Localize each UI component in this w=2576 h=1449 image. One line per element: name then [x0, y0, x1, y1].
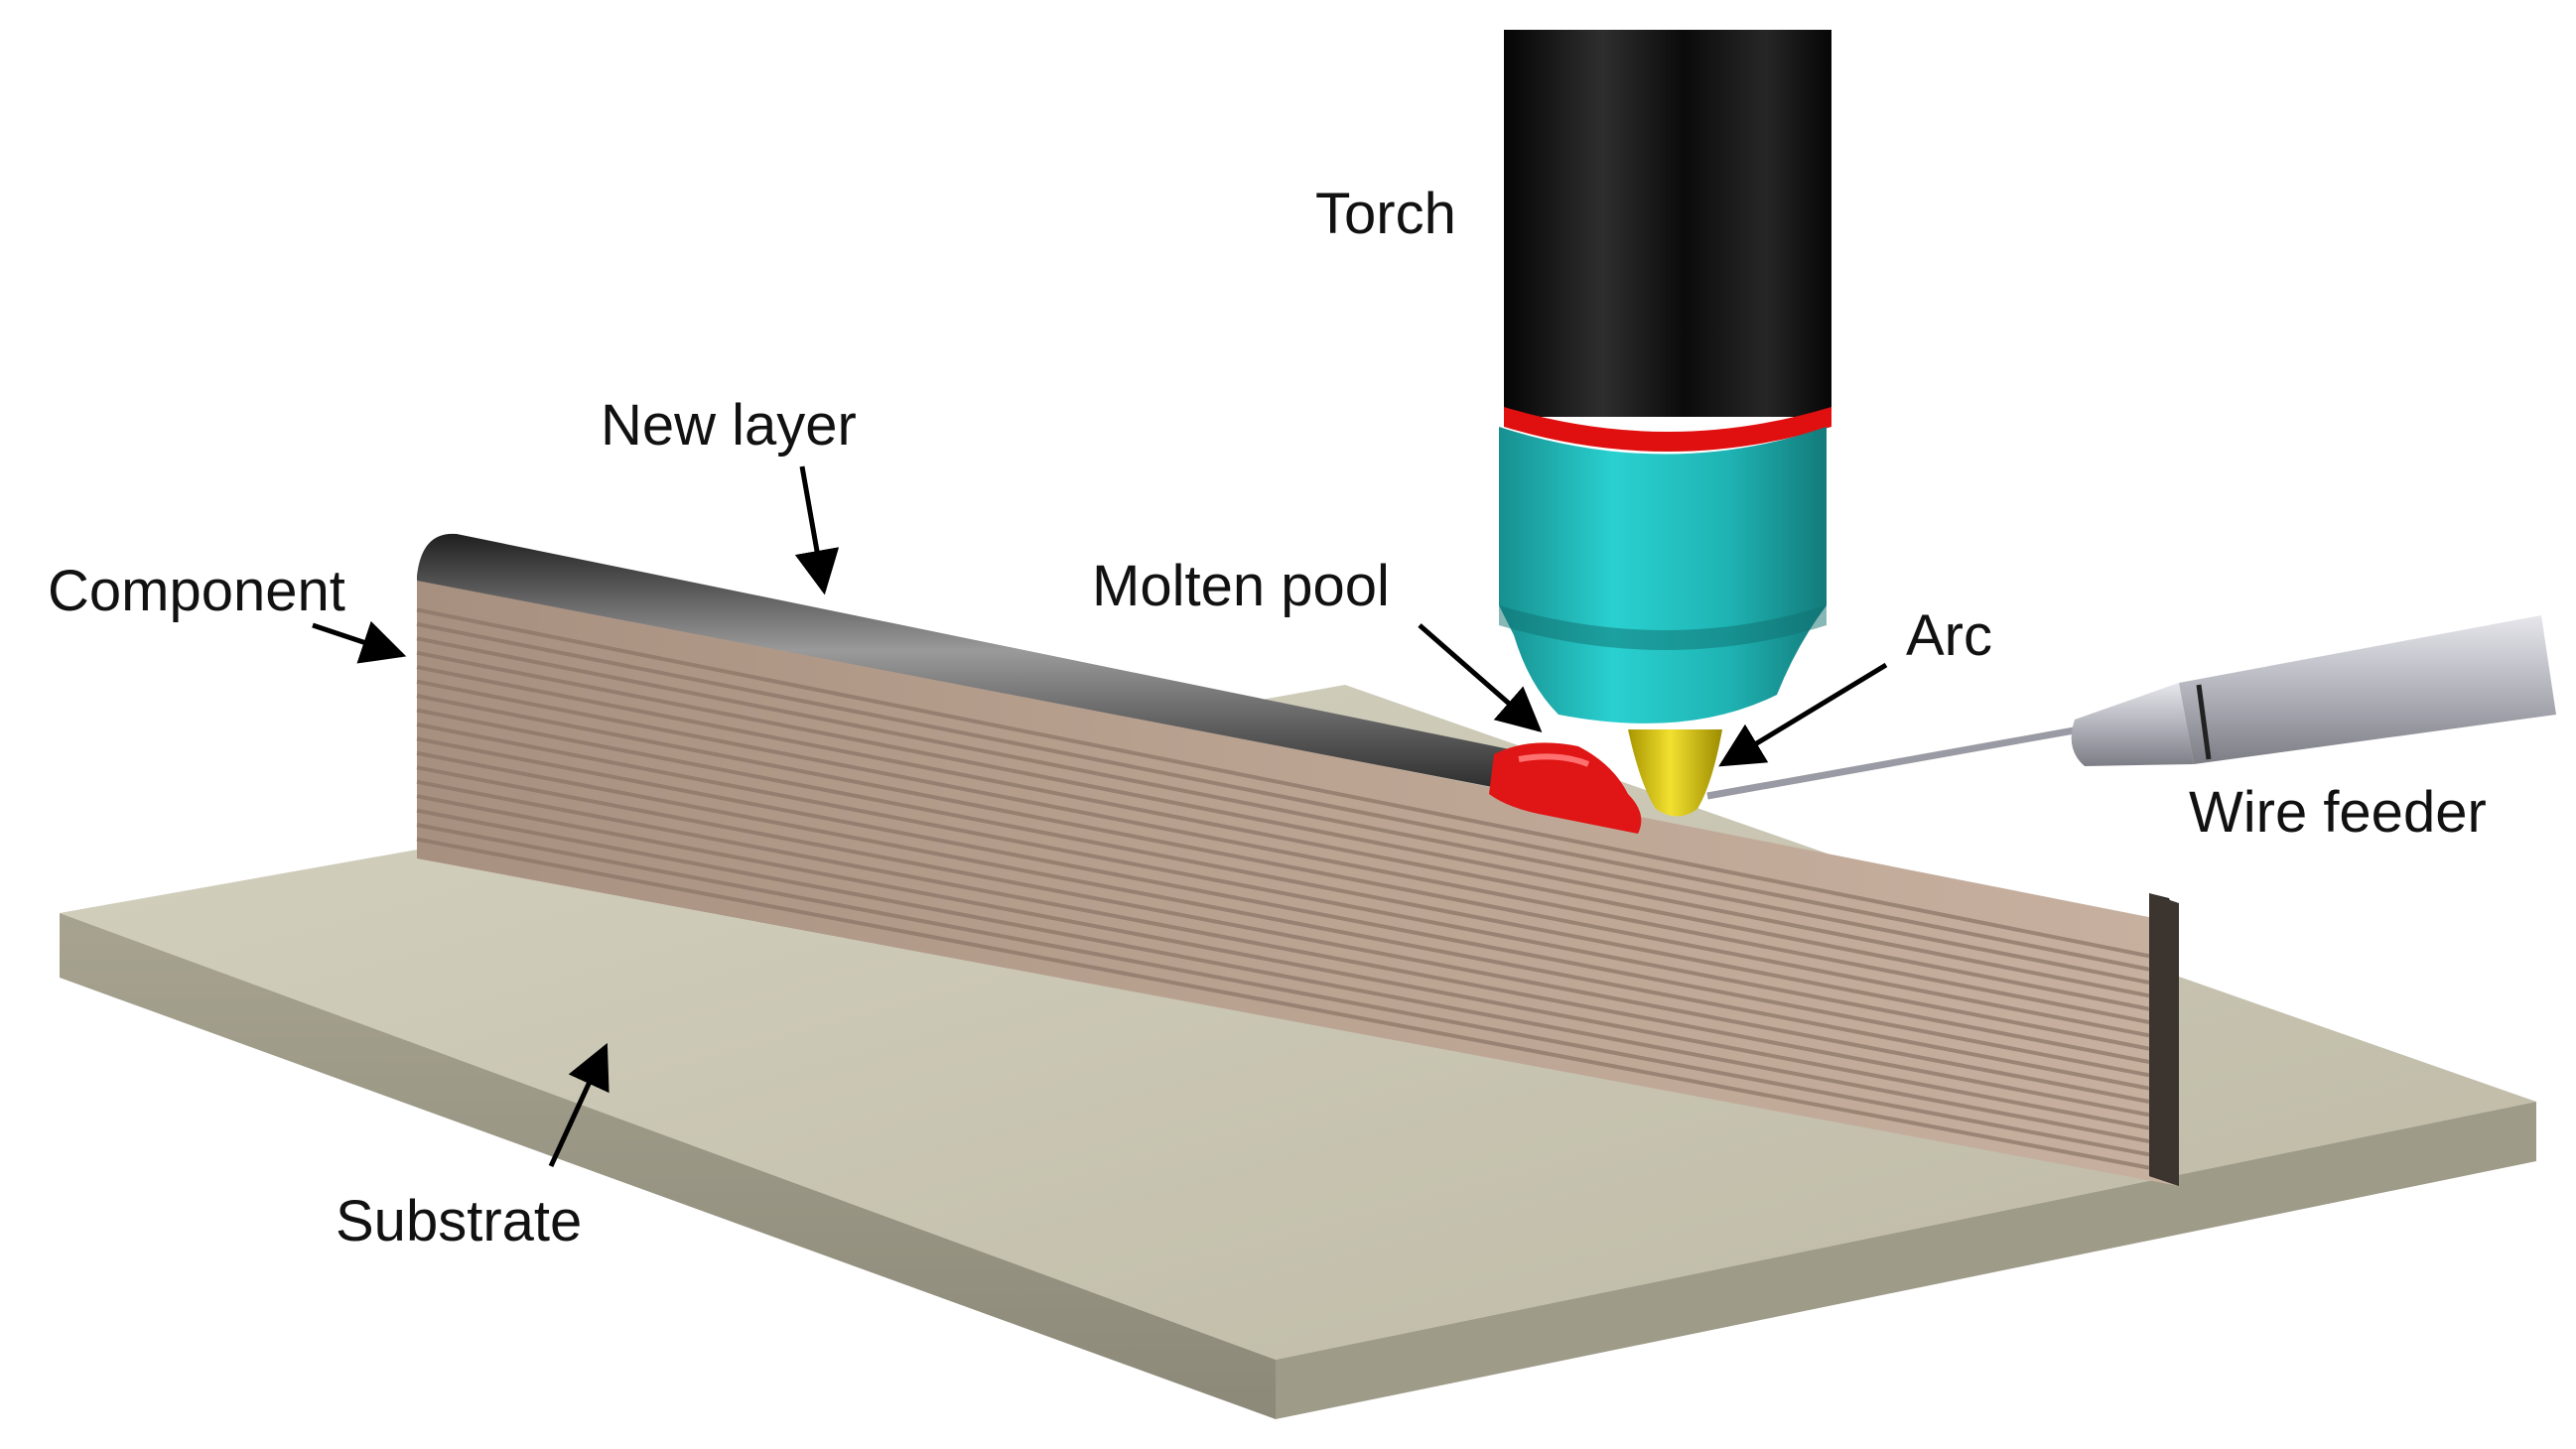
annotation-arrows: [312, 465, 1888, 1168]
label-wire-feeder: Wire feeder: [2189, 780, 2487, 845]
arrow-component: [312, 620, 407, 664]
layer-ridge: [416, 736, 2150, 1078]
label-substrate: Substrate: [336, 1189, 582, 1253]
layer-ridge: [416, 679, 2150, 1024]
layer-ridge: [416, 808, 2150, 1143]
wire-feeder-groove: [2196, 684, 2212, 760]
nozzle: [1499, 427, 1827, 724]
labels: Torch New layer Component Molten pool Ar…: [48, 182, 2487, 1253]
layer-ridge: [416, 636, 2150, 985]
wire-feeder-nozzle: [2071, 683, 2194, 766]
arrow-arc: [1718, 662, 1888, 767]
molten-pool-highlight: [1518, 753, 1590, 767]
layer-ridge: [416, 650, 2150, 998]
label-arc: Arc: [1906, 603, 1992, 668]
layer-ridge: [416, 621, 2150, 972]
nozzle-shadow: [1499, 605, 1827, 650]
layer-ridge: [416, 794, 2150, 1130]
torch: [1499, 30, 1831, 817]
substrate-right-face: [1276, 1102, 2536, 1419]
contact-tip: [1628, 729, 1722, 817]
label-new-layer: New layer: [601, 393, 857, 458]
layer-ridge: [416, 607, 2150, 959]
layer-ridge: [416, 750, 2150, 1091]
molten-pool: [1489, 742, 1642, 834]
torch-body: [1504, 30, 1831, 417]
torch-ring: [1504, 407, 1831, 452]
label-torch: Torch: [1315, 182, 1456, 246]
layer-ridge: [416, 837, 2150, 1170]
arrow-substrate: [548, 1042, 610, 1168]
arrow-new-layer: [794, 465, 840, 595]
layer-ridge: [416, 708, 2150, 1051]
layer-ridge: [416, 723, 2150, 1064]
substrate-front-face: [60, 913, 1276, 1419]
wire-feeder: [1706, 615, 2556, 800]
arrow-molten-pool: [1418, 623, 1543, 732]
layer-ridges: [416, 607, 2150, 1170]
label-component: Component: [48, 559, 345, 623]
layer-ridge: [416, 665, 2150, 1011]
new-layer-bead: [417, 533, 1534, 794]
component-wall: [416, 576, 2179, 1186]
component-right-edge: [2149, 893, 2179, 1186]
wire: [1706, 725, 2081, 800]
layer-ridge: [416, 765, 2150, 1104]
layer-ridge: [416, 779, 2150, 1118]
layer-ridge: [416, 694, 2150, 1038]
label-molten-pool: Molten pool: [1092, 554, 1390, 618]
molten-pool-shape: [1489, 742, 1642, 834]
layer-ridge: [416, 823, 2150, 1157]
new-layer-top: [417, 533, 1534, 794]
wire-feeder-body: [2179, 615, 2556, 764]
